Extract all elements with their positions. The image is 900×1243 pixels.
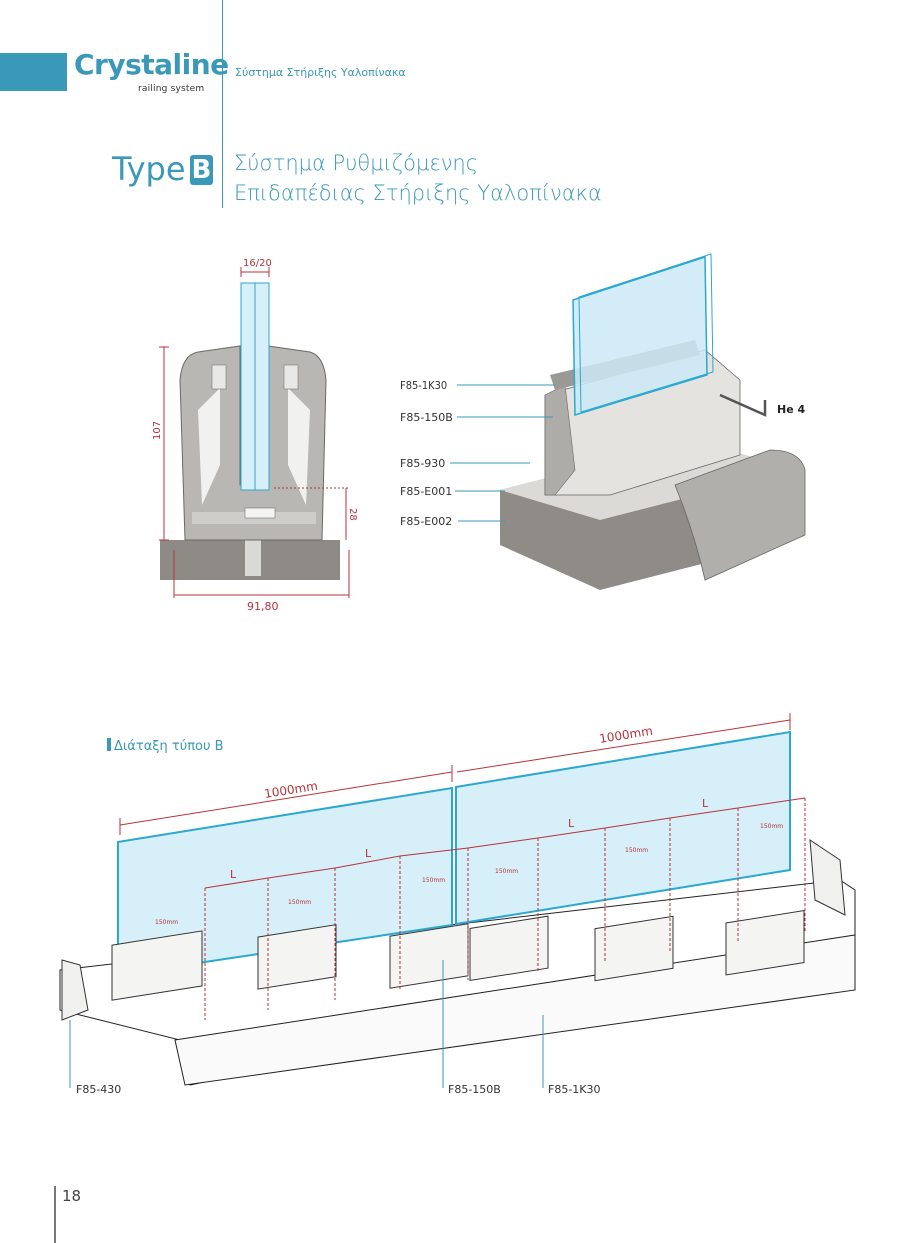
page-title: Σύστημα Ρυθμιζόμενης Επιδαπέδιας Στήριξη… (234, 148, 602, 208)
dim-depth: 28 (347, 508, 358, 521)
glass-panel (572, 255, 708, 417)
crystaline-logo: Crystaline railing system (74, 48, 244, 108)
dim-gap: 150mm (288, 899, 311, 906)
part-label-f85-e001: F85-E001 (400, 485, 452, 498)
dim-gap: 150mm (760, 823, 783, 830)
type-prefix: Type (112, 150, 186, 188)
dim-spacing-l: L (568, 817, 575, 830)
anchor-bolt (245, 540, 261, 576)
part-label-f85-150b: F85-150B (448, 1083, 501, 1096)
layout-drawing: 1000mm 1000mm L L L L 150mm 150mm 150mm … (59, 713, 856, 1096)
logo-wordmark: Crystaline (74, 48, 229, 81)
dim-spacing-l: L (365, 847, 372, 860)
page-number: 18 (62, 1187, 82, 1205)
dim-gap: 150mm (495, 868, 518, 875)
cross-section-drawing: 16/20 107 28 91,80 (152, 258, 358, 613)
part-label-f85-1k30: F85-1K30 (400, 379, 447, 392)
layout-section-text: Διάταξη τύπου B (114, 739, 224, 754)
title-line-1: Σύστημα Ρυθμιζόμενης (234, 151, 479, 175)
type-letter-badge: B (189, 155, 214, 185)
glass-pane-left (240, 282, 256, 491)
dim-gap: 150mm (422, 877, 445, 884)
profile-cavity-left (198, 388, 220, 505)
dim-spacing-l: L (702, 797, 709, 810)
glass-pane-right (254, 282, 270, 491)
dim-height: 107 (152, 421, 163, 440)
glass-panel-right (455, 730, 791, 926)
brand-color-bar (0, 53, 67, 91)
part-label-f85-e002: F85-E002 (400, 515, 452, 528)
profile-block (725, 909, 805, 976)
title-line-2: Επιδαπέδιας Στήριξης Υαλοπίνακα (234, 181, 602, 205)
part-label-f85-150b: F85-150B (400, 411, 453, 424)
gasket-left (211, 364, 227, 390)
section-marker-icon (107, 738, 111, 751)
dim-glass-thickness: 16/20 (243, 258, 272, 269)
layout-section-label: Διάταξη τύπου B (107, 738, 224, 754)
header-divider (222, 0, 223, 208)
gasket-right (283, 364, 299, 390)
profile-slot (244, 507, 276, 519)
profile-block (594, 915, 674, 982)
hex-key-icon (719, 393, 767, 417)
dim-gap: 150mm (625, 847, 648, 854)
part-label-f85-1k30: F85-1K30 (548, 1083, 601, 1096)
page-number-bar (54, 1186, 56, 1243)
dim-gap: 150mm (155, 919, 178, 926)
cover-plate (674, 449, 806, 581)
end-cap-right (809, 839, 846, 916)
profile-block (111, 930, 203, 1001)
dim-width: 91,80 (247, 600, 279, 613)
isometric-drawing: F85-1K30 F85-150B F85-930 F85-E001 F85-E… (400, 253, 806, 590)
dim-spacing-l: L (230, 868, 237, 881)
part-label-f85-930: F85-930 (400, 457, 445, 470)
glass-panel-left (117, 786, 453, 977)
logo-tagline: railing system (138, 84, 205, 94)
tool-label: He 4 (777, 403, 805, 416)
section-title: Σύστημα Στήριξης Υαλοπίνακα (235, 66, 406, 79)
profile-block (257, 924, 337, 990)
profile-cavity-right (288, 388, 310, 505)
part-label-f85-430: F85-430 (76, 1083, 121, 1096)
end-cap-left (61, 959, 89, 1021)
glass-panel-edge (578, 253, 714, 413)
profile-block (469, 915, 549, 982)
